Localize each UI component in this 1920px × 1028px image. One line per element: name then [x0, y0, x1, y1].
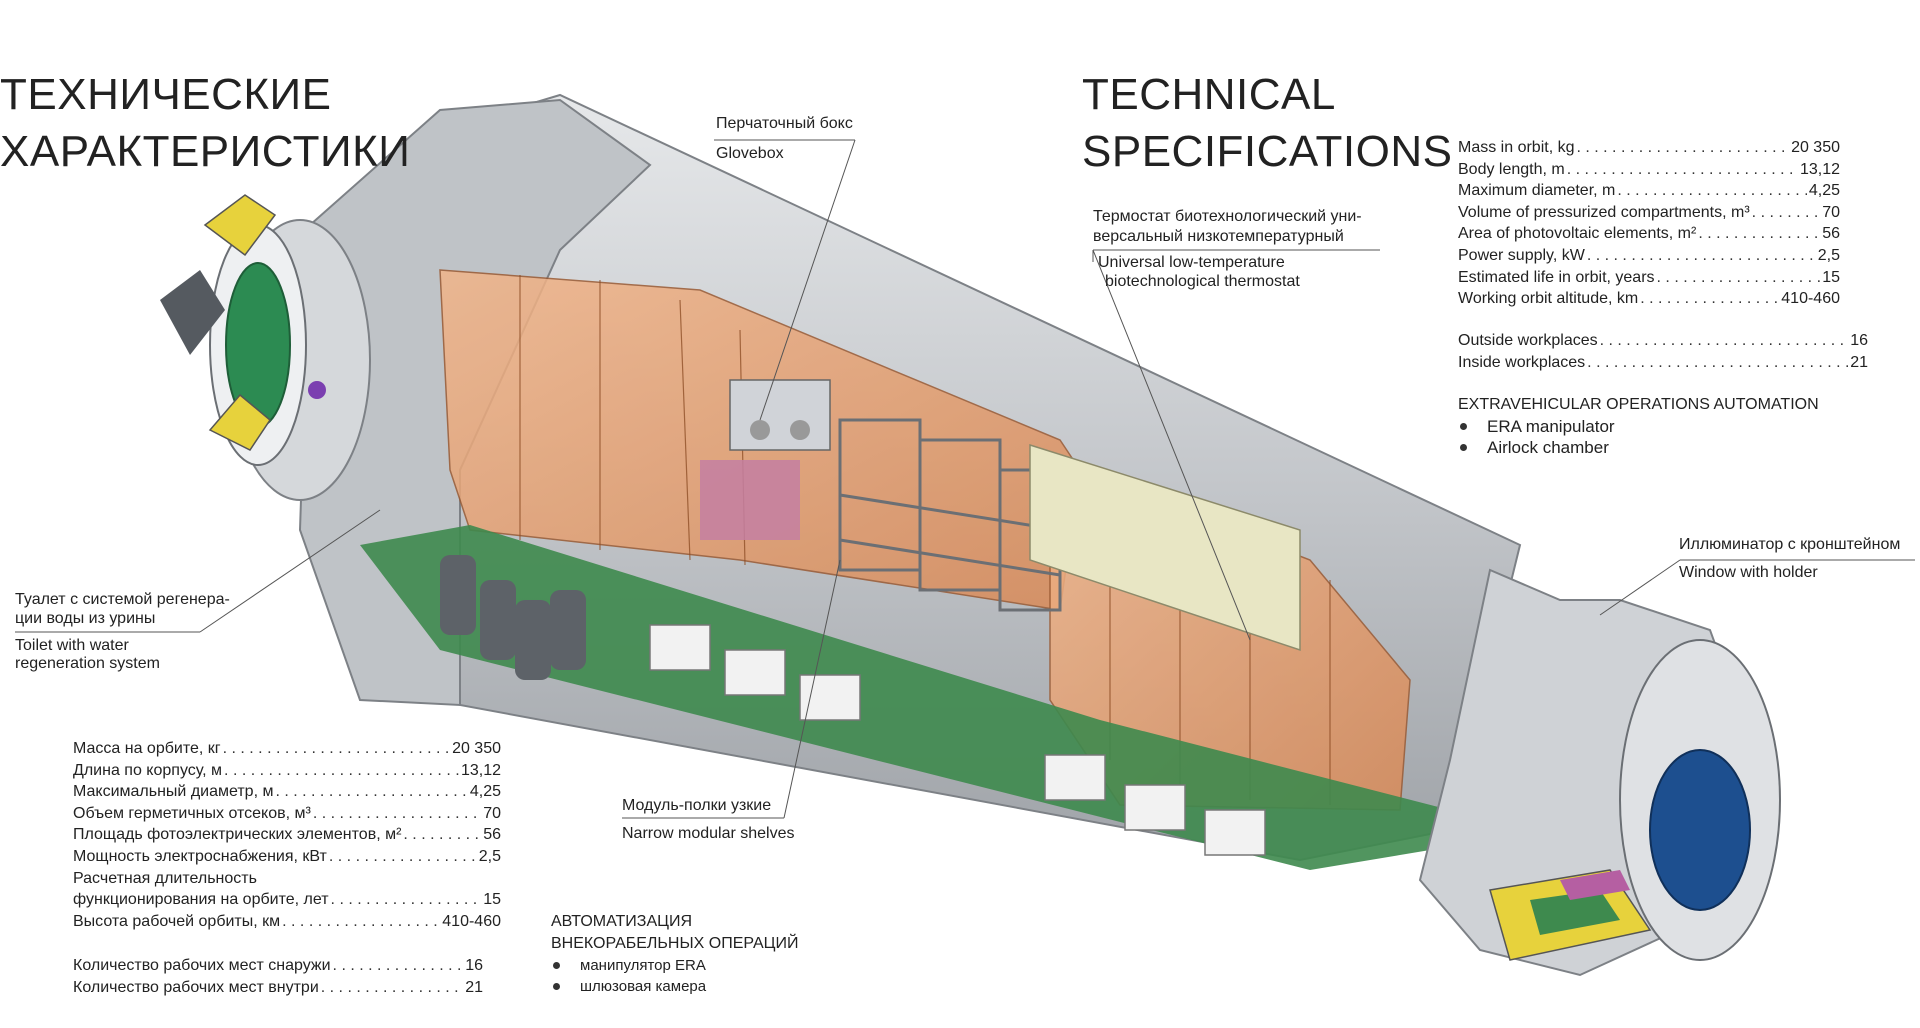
title-ru-line2: ХАРАКТЕРИСТИКИ [0, 127, 411, 176]
workplace-ru-row: Количество рабочих мест внутри21 [73, 977, 483, 999]
workplace-en-row: Outside workplaces16 [1458, 330, 1868, 352]
callout-thermostat-en-2: biotechnological thermostat [1105, 273, 1300, 290]
workplace-en-row: Inside workplaces21 [1458, 352, 1868, 374]
callout-thermostat-ru-2: версальный низкотемпературный [1093, 228, 1344, 245]
eva-heading-ru-1: АВТОМАТИЗАЦИЯ [551, 913, 693, 930]
callout-shelves-ru: Модуль-полки узкие [622, 797, 772, 814]
bullet-icon [1460, 444, 1467, 451]
callout-glovebox-ru: Перчаточный бокс [716, 115, 853, 132]
callout-shelves-en: Narrow modular shelves [622, 825, 795, 842]
callout-toilet-en-1: Toilet with water [15, 637, 129, 654]
spec-ru-row: Максимальный диаметр, м4,25 [73, 781, 501, 803]
title-ru: ТЕХНИЧЕСКИЕ ХАРАКТЕРИСТИКИ [0, 66, 410, 180]
eva-heading-en: EXTRAVEHICULAR OPERATIONS AUTOMATION [1458, 396, 1819, 413]
specs-en-list: Mass in orbit, kg20 350 Body length, m13… [1458, 137, 1840, 310]
title-en-line1: TECHNICAL [1082, 70, 1336, 119]
front-end-section [1418, 568, 1781, 977]
tanks [440, 555, 586, 680]
spec-ru-row: Объем герметичных отсеков, м³70 [73, 803, 501, 825]
spec-ru-row: Площадь фотоэлектрических элементов, м²5… [73, 824, 501, 846]
callout-toilet-ru-1: Туалет с системой регенера- [15, 591, 230, 608]
eva-list-ru: манипулятор ERA шлюзовая камера [553, 955, 706, 997]
bullet-icon [1460, 423, 1467, 430]
bullet-icon [553, 983, 560, 990]
callout-thermostat-en-1: Universal low-temperature [1098, 254, 1285, 271]
spec-en-row: Body length, m13,12 [1458, 159, 1840, 181]
callout-glovebox-en: Glovebox [716, 145, 784, 162]
workplaces-en-list: Outside workplaces16 Inside workplaces21 [1458, 330, 1868, 373]
specs-ru-list: Масса на орбите, кг20 350 Длина по корпу… [73, 738, 501, 932]
spec-en-row: Working orbit altitude, km410-460 [1458, 288, 1840, 310]
floor [360, 525, 1450, 870]
title-en: TECHNICAL SPECIFICATIONS [1082, 66, 1452, 180]
spec-en-row: Estimated life in orbit, years15 [1458, 267, 1840, 289]
spec-en-row: Area of photovoltaic elements, m²56 [1458, 223, 1840, 245]
spec-ru-row: Высота рабочей орбиты, км410-460 [73, 911, 501, 933]
spec-en-row: Mass in orbit, kg20 350 [1458, 137, 1840, 159]
eva-item-ru: манипулятор ERA [553, 955, 706, 976]
spec-ru-row: функционирования на орбите, лет15 [73, 889, 501, 911]
spec-ru-row: Мощность электроснабжения, кВт2,5 [73, 846, 501, 868]
eva-item-ru: шлюзовая камера [553, 976, 706, 997]
spec-ru-life-label-1: Расчетная длительность [73, 869, 257, 887]
title-ru-line1: ТЕХНИЧЕСКИЕ [0, 70, 332, 119]
leader-lines [15, 139, 1915, 819]
eva-heading-ru-2: ВНЕКОРАБЕЛЬНЫХ ОПЕРАЦИЙ [551, 935, 799, 952]
spec-ru-row: Масса на орбите, кг20 350 [73, 738, 501, 760]
interior-racks [439, 269, 1667, 811]
workplace-ru-row: Количество рабочих мест снаружи16 [73, 955, 483, 977]
spec-en-row: Volume of pressurized compartments, m³70 [1458, 202, 1840, 224]
spec-en-row: Maximum diameter, m4,25 [1458, 180, 1840, 202]
callout-toilet-ru-2: ции воды из урины [15, 610, 156, 627]
workplaces-ru-list: Количество рабочих мест снаружи16 Количе… [73, 955, 483, 998]
callout-window-ru: Иллюминатор с кронштейном [1679, 536, 1901, 553]
callout-window-en: Window with holder [1679, 564, 1818, 581]
eva-list-en: ERA manipulator Airlock chamber [1460, 416, 1615, 458]
spec-en-row: Power supply, kW2,5 [1458, 245, 1840, 267]
callout-toilet-en-2: regeneration system [15, 655, 160, 672]
spec-ru-row: Длина по корпусу, м13,12 [73, 760, 501, 782]
bullet-icon [553, 962, 560, 969]
eva-item-en: Airlock chamber [1460, 437, 1615, 458]
title-en-line2: SPECIFICATIONS [1082, 127, 1453, 176]
callout-thermostat-ru-1: Термостат биотехнологический уни- [1093, 208, 1362, 225]
under-floor-boxes [649, 624, 1266, 856]
eva-item-en: ERA manipulator [1460, 416, 1615, 437]
